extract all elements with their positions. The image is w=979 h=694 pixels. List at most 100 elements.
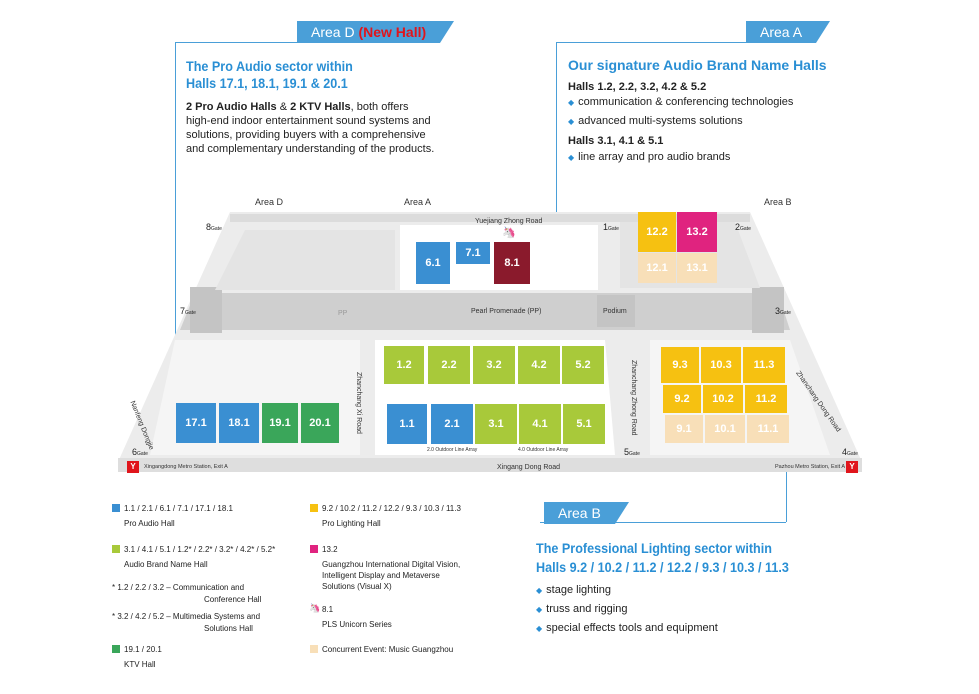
gate-6: 6Gate	[132, 447, 148, 457]
hall-11-3: 11.3	[743, 347, 785, 383]
areaD-title: The Pro Audio sector within Halls 17.1, …	[186, 58, 353, 92]
hall-2-2: 2.2	[428, 346, 470, 384]
legend-brand-swatch	[112, 545, 120, 553]
areaA-group2-item1: ◆line array and pro audio brands	[568, 151, 730, 163]
legend-visual-line3: Solutions (Visual X)	[322, 582, 392, 591]
legend-pro-audio-swatch	[112, 504, 120, 512]
bullet-icon: ◆	[536, 624, 543, 633]
gate-8: 8Gate	[206, 222, 222, 232]
legend-lighting-label: Pro Lighting Hall	[322, 519, 381, 528]
promenade-podium-node	[597, 295, 635, 327]
gate-suffix: Gate	[211, 226, 222, 232]
areaD-description: 2 Pro Audio Halls & 2 KTV Halls, both of…	[186, 100, 476, 156]
hall-20-1: 20.1	[301, 403, 339, 443]
map-areaD-label: Area D	[255, 197, 284, 207]
hall-12-1: 12.1	[638, 253, 676, 283]
areaD-tab-highlight: (New Hall)	[358, 24, 427, 40]
bullet-icon: ◆	[568, 153, 575, 162]
gate-5-number: 5	[624, 447, 630, 457]
areaA-group2-item1-text: line array and pro audio brands	[578, 151, 731, 163]
legend-brand-label: Audio Brand Name Hall	[124, 560, 208, 569]
legend-note1-halls: * 1.2 / 2.2 / 3.2 – Communication and	[112, 583, 245, 592]
legend-pro-audio-halls: 1.1 / 2.1 / 6.1 / 7.1 / 17.1 / 18.1	[124, 504, 233, 513]
legend-pls-label: PLS Unicorn Series	[322, 620, 392, 629]
areaB-title-line2: Halls 9.2 / 10.2 / 11.2 / 12.2 / 9.3 / 1…	[536, 559, 789, 575]
legend-note2-halls: * 3.2 / 4.2 / 5.2 – Multimedia Systems a…	[112, 612, 261, 621]
areaA-group1-item1-text: communication & conferencing technologie…	[578, 96, 794, 108]
bullet-icon: ◆	[568, 98, 575, 107]
gate-suffix: Gate	[608, 226, 619, 232]
legend-note1-cont: Conference Hall	[204, 595, 262, 604]
line-array-label-2: 4.0 Outdoor Line Array	[518, 447, 569, 453]
areaA-group2-title: Halls 3.1, 4.1 & 5.1	[568, 135, 664, 147]
metro-east-icon: Y	[846, 461, 858, 473]
gate-6-number: 6	[132, 447, 138, 457]
areaD-tab: Area D (New Hall)	[297, 21, 455, 43]
areaD-connector-top	[175, 42, 297, 43]
areaD-desc-bold2: 2 KTV Halls	[290, 101, 351, 113]
hall-6-1: 6.1	[416, 242, 450, 284]
map-areaA-label: Area A	[404, 197, 432, 207]
podium-label: Podium	[603, 308, 627, 315]
gate-suffix: Gate	[847, 451, 858, 457]
legend-pls-halls: 8.1	[322, 605, 334, 614]
hall-3-1: 3.1	[475, 404, 517, 444]
areaA-group1-item2-text: advanced multi-systems solutions	[578, 115, 743, 127]
legend-visual-line1: Guangzhou International Digital Vision,	[322, 560, 461, 569]
areaB-item2-text: truss and rigging	[546, 603, 628, 615]
areaA-title: Our signature Audio Brand Name Halls	[568, 57, 827, 73]
xingang-road	[118, 458, 862, 472]
hall-19-1: 19.1	[262, 403, 298, 443]
promenade-east-node	[752, 287, 784, 333]
bullet-icon: ◆	[536, 586, 543, 595]
gate-suffix: Gate	[185, 310, 196, 316]
hall-1-2: 1.2	[384, 346, 424, 384]
areaB-item1-text: stage lighting	[546, 584, 611, 596]
legend-visual-halls: 13.2	[322, 545, 338, 554]
areaD-desc-line3: solutions, providing buyers with a compr…	[186, 129, 426, 141]
areaD-tab-prefix: Area D	[311, 24, 355, 40]
hall-9-3: 9.3	[661, 347, 699, 383]
areaB-tab: Area B	[544, 502, 629, 524]
gate-suffix: Gate	[137, 451, 148, 457]
areaD-desc-bold: 2 Pro Audio Halls	[186, 101, 277, 113]
pls-unicorn-icon: 🦄	[502, 227, 516, 239]
pp-label: PP	[338, 310, 348, 317]
hall-12-2: 12.2	[638, 212, 676, 252]
areaB-title: The Professional Lighting sector within …	[536, 540, 789, 576]
hall-13-1: 13.1	[677, 253, 717, 283]
bullet-icon: ◆	[536, 605, 543, 614]
legend-brand-halls: 3.1 / 4.1 / 5.1 / 1.2* / 2.2* / 3.2* / 4…	[124, 545, 276, 554]
hall-5-2: 5.2	[562, 346, 604, 384]
hall-8-1: 8.1	[494, 242, 530, 284]
legend-note2-cont: Solutions Hall	[204, 624, 253, 633]
areaD-desc-line2: high-end indoor entertainment sound syst…	[186, 115, 431, 127]
gate-4-number: 4	[842, 447, 848, 457]
areaB-item3: ◆special effects tools and equipment	[536, 622, 718, 634]
hall-18-1: 18.1	[219, 403, 259, 443]
legend-lighting: 9.2 / 10.2 / 11.2 / 12.2 / 9.3 / 10.3 / …	[322, 503, 461, 529]
areaD-desc-amp: &	[276, 101, 291, 113]
areaA-group1-item2: ◆advanced multi-systems solutions	[568, 115, 743, 127]
gate-suffix: Gate	[740, 226, 751, 232]
areaB-connector-bottom	[540, 522, 786, 523]
legend-ktv-swatch	[112, 645, 120, 653]
legend-lighting-halls: 9.2 / 10.2 / 11.2 / 12.2 / 9.3 / 10.3 / …	[322, 504, 461, 513]
legend-pro-audio-label: Pro Audio Hall	[124, 519, 175, 528]
metro-east-label: Pazhou Metro Station, Exit A	[775, 464, 846, 470]
hall-4-1: 4.1	[519, 404, 561, 444]
legend-visual-line2: Intelligent Display and Metaverse	[322, 571, 440, 580]
pearl-promenade	[180, 293, 790, 330]
yuejiang-road-label: Yuejiang Zhong Road	[475, 218, 543, 225]
gate-5: 5Gate	[624, 447, 640, 457]
legend-brand: 3.1 / 4.1 / 5.1 / 1.2* / 2.2* / 3.2* / 4…	[124, 544, 275, 570]
map-areaB-label: Area B	[764, 197, 792, 207]
gate-suffix: Gate	[780, 310, 791, 316]
areaD-title-line1: The Pro Audio sector within	[186, 58, 353, 74]
hall-2-1: 2.1	[431, 404, 473, 444]
hall-7-1: 7.1	[456, 242, 490, 264]
promenade-west-node	[190, 287, 222, 333]
metro-west-label: Xingangdong Metro Station, Exit A	[144, 464, 228, 470]
